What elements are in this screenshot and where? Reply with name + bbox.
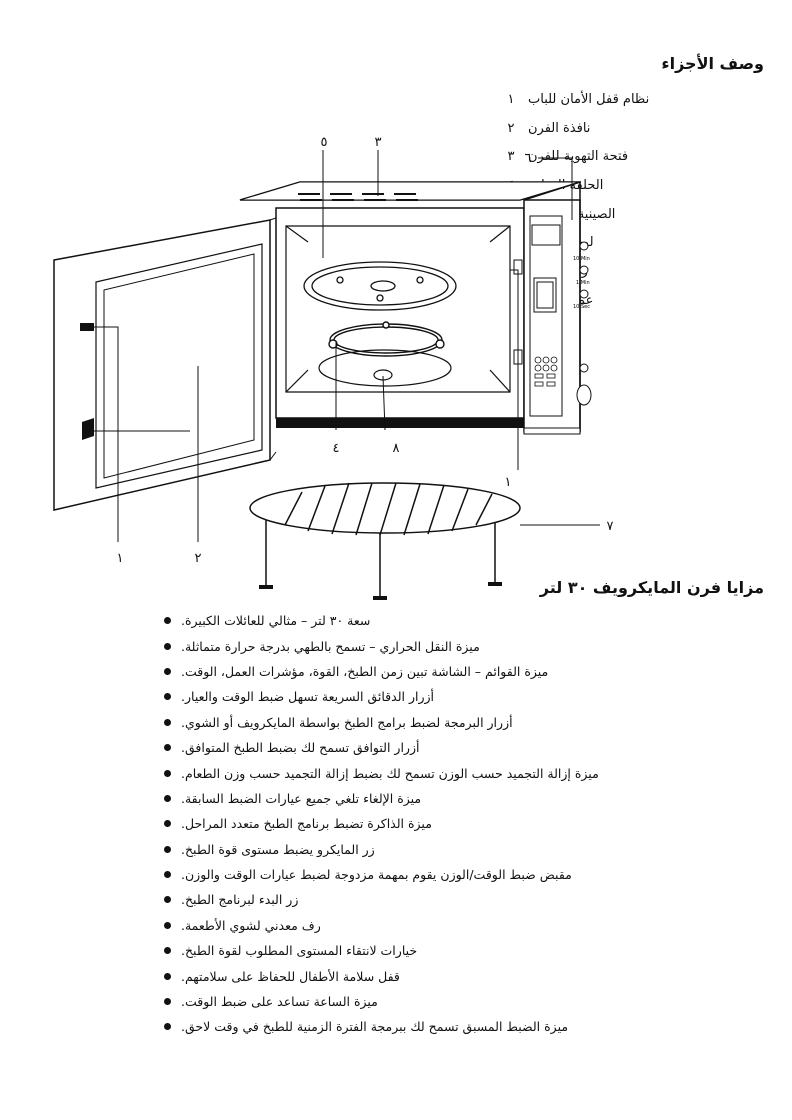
parts-title: وصف الأجزاء	[661, 54, 764, 73]
bullet-icon	[164, 845, 171, 853]
callout-7: ٧	[607, 519, 614, 534]
feature-text: زر البدء لبرنامج الطبخ.	[181, 892, 299, 908]
feature-item: زر المايكرو يضبط مستوى قوة الطبخ.	[164, 837, 764, 862]
parts-list-item: ٢ نافذة الفرن	[504, 114, 764, 143]
feature-text: أزرار الدقائق السريعة تسهل ضبط الوقت وال…	[181, 689, 435, 705]
bullet-icon	[164, 769, 171, 777]
feature-item: ميزة الإلغاء تلغي جميع عيارات الضبط السا…	[164, 786, 764, 811]
bullet-icon	[164, 642, 171, 650]
feature-text: مقبض ضبط الوقت/الوزن يقوم بمهمة مزدوجة ل…	[181, 867, 572, 883]
roller-ring	[328, 321, 445, 357]
bullet-icon	[164, 1023, 171, 1031]
part-label: نظام قفل الأمان للباب	[528, 91, 650, 107]
callout-4: ٤	[333, 441, 340, 456]
feature-item: قفل سلامة الأطفال للحفاظ على سلامتهم.	[164, 963, 764, 988]
bullet-icon	[164, 667, 171, 675]
part-label: نافذة الفرن	[528, 120, 591, 136]
leader-lines	[94, 150, 600, 542]
feature-text: قفل سلامة الأطفال للحفاظ على سلامتهم.	[181, 968, 400, 984]
callout-5: ٥	[321, 135, 328, 150]
feature-item: ميزة القوائم – الشاشة تبين زمن الطبخ، ال…	[164, 659, 764, 684]
feature-text: ميزة إزالة التجميد حسب الوزن تسمح لك بضب…	[181, 765, 599, 781]
feature-text: رف معدني لشوي الأطعمة.	[181, 917, 321, 933]
bullet-icon	[164, 896, 171, 904]
panel-label-1min: 1 Min	[576, 280, 590, 286]
grill-rack	[249, 482, 521, 600]
feature-text: أزرار التوافق تسمح لك بضبط الطبخ المتواف…	[181, 740, 420, 756]
part-label: فتحة التهوية للفرن	[528, 149, 629, 165]
oven-cabinet	[239, 180, 581, 433]
callout-1-right: ١	[505, 475, 512, 490]
microwave-diagram: 10 Min 1 Min 10 Sec	[53, 135, 614, 600]
oven-cavity	[285, 225, 511, 393]
door-latch-bottom	[82, 418, 94, 440]
cabinet-foot	[523, 427, 581, 435]
feature-text: ميزة النقل الحراري – تسمح بالطهي بدرجة ح…	[181, 638, 480, 654]
feature-item: سعة ٣٠ لتر – مثالي للعائلات الكبيرة.	[164, 608, 764, 633]
oven-door	[53, 217, 277, 511]
bullet-icon	[164, 617, 171, 625]
door-latch-top	[80, 323, 94, 331]
glass-tray	[303, 261, 457, 311]
feature-text: ميزة القوائم – الشاشة تبين زمن الطبخ، ال…	[181, 663, 549, 679]
feature-item: خيارات لانتقاء المستوى المطلوب لقوة الطب…	[164, 938, 764, 963]
feature-text: ميزة الضبط المسبق تسمح لك ببرمجة الفترة …	[181, 1019, 569, 1035]
features-title: مزايا فرن المايكرويف ٣٠ لتر	[539, 578, 764, 597]
bullet-icon	[164, 693, 171, 701]
control-panel	[529, 215, 592, 417]
bullet-icon	[164, 820, 171, 828]
feature-item: زر البدء لبرنامج الطبخ.	[164, 887, 764, 912]
feature-text: ميزة الساعة تساعد على ضبط الوقت.	[181, 994, 378, 1010]
parts-list-item: ١ نظام قفل الأمان للباب	[504, 85, 764, 114]
callout-1-left: ١	[117, 551, 124, 566]
part-number: ١	[507, 91, 515, 107]
feature-item: ميزة إزالة التجميد حسب الوزن تسمح لك بضب…	[164, 760, 764, 785]
feature-text: ميزة الذاكرة تضبط برنامج الطبخ متعدد الم…	[181, 816, 432, 832]
feature-item: أزرار الدقائق السريعة تسهل ضبط الوقت وال…	[164, 684, 764, 709]
features-list: سعة ٣٠ لتر – مثالي للعائلات الكبيرة. ميزة…	[164, 608, 764, 1040]
feature-text: خيارات لانتقاء المستوى المطلوب لقوة الطب…	[181, 943, 418, 959]
feature-item: ميزة الساعة تساعد على ضبط الوقت.	[164, 989, 764, 1014]
bullet-icon	[164, 921, 171, 929]
feature-text: زر المايكرو يضبط مستوى قوة الطبخ.	[181, 841, 375, 857]
part-number: ٢	[507, 120, 515, 136]
feature-item: ميزة النقل الحراري – تسمح بالطهي بدرجة ح…	[164, 633, 764, 658]
vent-slots	[298, 193, 418, 201]
part-number: ٣	[507, 149, 515, 165]
bullet-icon	[164, 972, 171, 980]
feature-item: رف معدني لشوي الأطعمة.	[164, 913, 764, 938]
bullet-icon	[164, 947, 171, 955]
bullet-icon	[164, 871, 171, 879]
feature-item: ميزة الضبط المسبق تسمح لك ببرمجة الفترة …	[164, 1014, 764, 1039]
feature-item: مقبض ضبط الوقت/الوزن يقوم بمهمة مزدوجة ل…	[164, 862, 764, 887]
feature-item: أزرار التوافق تسمح لك بضبط الطبخ المتواف…	[164, 735, 764, 760]
callout-3: ٣	[375, 135, 382, 150]
feature-text: أزرار البرمجة لضبط برامج الطبخ بواسطة ال…	[181, 714, 513, 730]
grill-rack-feet	[259, 582, 502, 600]
bullet-icon	[164, 718, 171, 726]
feature-item: ميزة الذاكرة تضبط برنامج الطبخ متعدد الم…	[164, 811, 764, 836]
callout-2: ٢	[195, 551, 202, 566]
panel-label-10min: 10 Min	[573, 256, 590, 262]
callout-6: ٦	[525, 151, 532, 166]
panel-label-10sec: 10 Sec	[573, 304, 590, 310]
feature-text: ميزة الإلغاء تلغي جميع عيارات الضبط السا…	[181, 790, 422, 806]
parts-list-item: ٣ فتحة التهوية للفرن	[504, 142, 764, 171]
feature-text: سعة ٣٠ لتر – مثالي للعائلات الكبيرة.	[181, 613, 371, 629]
bullet-icon	[164, 744, 171, 752]
callout-8: ٨	[393, 441, 400, 456]
bullet-icon	[164, 998, 171, 1006]
feature-item: أزرار البرمجة لضبط برامج الطبخ بواسطة ال…	[164, 710, 764, 735]
bullet-icon	[164, 794, 171, 802]
